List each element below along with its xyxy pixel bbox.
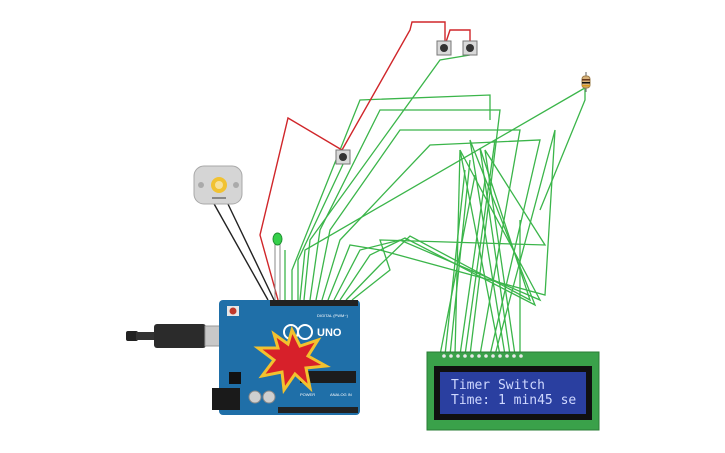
black-wires[interactable] (212, 201, 275, 301)
arduino-uno[interactable]: UNO DIGITAL (PWM~) POWER ANALOG IN (212, 300, 360, 415)
explosion-icon (253, 325, 331, 395)
lcd-display[interactable]: Timer Switch Time: 1 min45 se (426, 351, 600, 431)
pushbutton-1[interactable] (436, 40, 452, 56)
pushbutton-3[interactable] (335, 149, 351, 165)
digital-pins-label: DIGITAL (PWM~) (317, 313, 349, 318)
red-wires[interactable] (259, 21, 471, 301)
resistor[interactable] (581, 72, 591, 92)
pushbutton-2[interactable] (462, 40, 478, 56)
lcd-pin-row (442, 354, 523, 358)
lcd-line-1: Timer Switch (451, 378, 545, 393)
lcd-line-2: Time: 1 min45 se (451, 393, 576, 408)
green-wires[interactable] (284, 54, 591, 406)
dc-motor[interactable] (193, 165, 243, 205)
usb-cable[interactable] (126, 324, 236, 348)
led[interactable] (272, 232, 283, 300)
power-label: POWER (300, 392, 315, 397)
board-model-label: UNO (317, 327, 342, 339)
analog-label: ANALOG IN (330, 392, 352, 397)
